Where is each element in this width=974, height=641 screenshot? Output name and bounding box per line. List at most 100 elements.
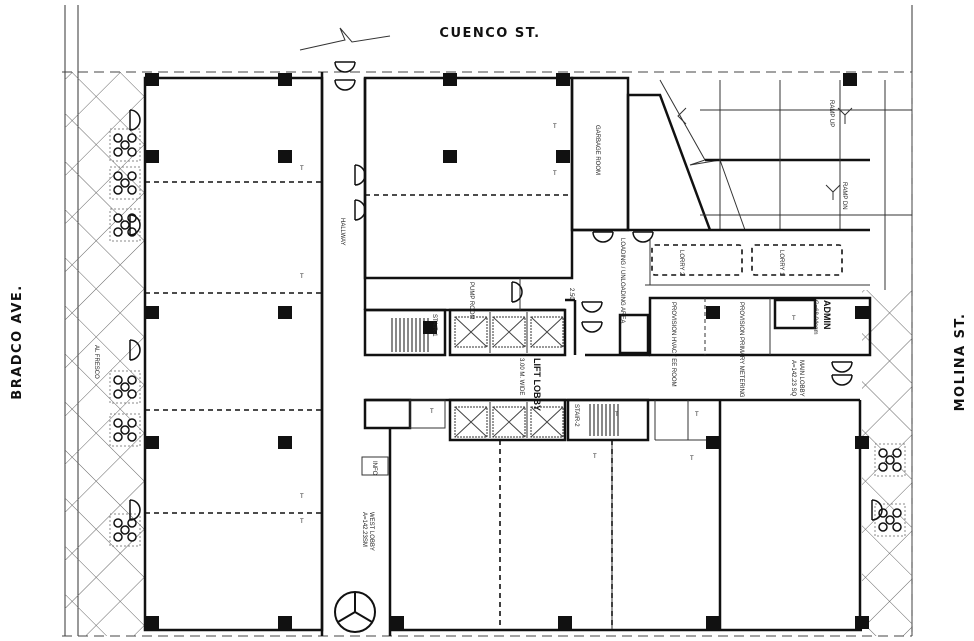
structural-column	[558, 616, 572, 629]
street-label-bradco: BRADCO AVE.	[10, 284, 25, 399]
dimension-label: 2.50	[568, 288, 574, 300]
toilet-marker: T	[695, 412, 699, 418]
planter-icon	[113, 389, 123, 399]
planter-icon	[120, 425, 130, 435]
main-lobby-area-label: A=142.23 SQ	[790, 360, 796, 397]
ramp-arrows	[677, 107, 853, 200]
door-swing-icon	[871, 499, 883, 521]
door-swing-icon	[129, 214, 141, 236]
planter-icon	[892, 448, 902, 458]
lift-lobby-dimension: 3.00 M. WIDE	[518, 358, 524, 395]
structural-column	[843, 73, 857, 86]
lift-cabin	[492, 316, 526, 348]
door-swing-icon	[334, 79, 356, 91]
planter-icon	[120, 140, 130, 150]
planter-icon	[878, 448, 888, 458]
structural-column	[556, 73, 570, 86]
planter-icon	[120, 525, 130, 535]
toilet-marker: T	[553, 124, 557, 130]
provision-hvac-label: PROVISION HVAC / EE ROOM	[670, 302, 676, 387]
planter-box	[109, 370, 141, 404]
lift-cabin	[454, 406, 488, 438]
structural-column	[443, 150, 457, 163]
lift-cabin	[530, 316, 564, 348]
door-swing-icon	[129, 499, 141, 521]
lift-cross-icon	[530, 316, 564, 348]
structural-column	[706, 436, 720, 449]
site-boundary	[62, 5, 913, 637]
planter-icon	[113, 532, 123, 542]
structural-column	[423, 321, 437, 334]
planter-icon	[120, 178, 130, 188]
toilet-marker: T	[593, 454, 597, 460]
planter-icon	[127, 375, 137, 385]
planter-icon	[127, 389, 137, 399]
toilet-marker: T	[792, 316, 796, 322]
structural-column	[556, 150, 570, 163]
toilet-marker: T	[300, 519, 304, 525]
planter-icon	[892, 462, 902, 472]
toilet-marker: T	[690, 456, 694, 462]
planter-icon	[127, 418, 137, 428]
planter-icon	[113, 432, 123, 442]
ramp-up-label: RAMP UP	[828, 100, 834, 127]
lift-cross-icon	[454, 406, 488, 438]
door-swing-icon	[129, 339, 141, 361]
lift-cross-icon	[492, 316, 526, 348]
toilet-marker: T	[430, 409, 434, 415]
lorry-2-label: LORRY 2	[678, 250, 684, 276]
structural-column	[145, 150, 159, 163]
columns	[145, 73, 869, 629]
lift-cross-icon	[530, 406, 564, 438]
planter-icon	[127, 147, 137, 157]
planter-icon	[127, 133, 137, 143]
planter-icon	[120, 382, 130, 392]
structural-column	[855, 616, 869, 629]
planter-icon	[878, 462, 888, 472]
garbage-room-label: GARBAGE ROOM	[594, 125, 600, 175]
planter-icon	[113, 147, 123, 157]
room-labels: GARBAGE ROOM HALLWAY PUMP ROOM STAIR-1 S…	[339, 100, 847, 551]
al-fresco-label: AL FRESCO	[93, 345, 99, 379]
planter-icon	[113, 418, 123, 428]
ramp-dn-label: RAMP DN	[841, 182, 847, 210]
lift-lobby-label: LIFT LOBBY	[532, 358, 542, 411]
structural-column	[145, 616, 159, 629]
planter-icon	[885, 455, 895, 465]
door-swing-icon	[354, 199, 366, 221]
stair-1-treads	[391, 318, 429, 352]
planter-box	[109, 413, 141, 447]
toilet-marker: T	[300, 494, 304, 500]
structural-column	[278, 616, 292, 629]
planter-icon	[113, 518, 123, 528]
door-swing-icon	[831, 361, 853, 373]
planter-icon	[120, 220, 130, 230]
door-swing-icon	[632, 231, 654, 243]
admin-area-label: G=68.04sqm	[812, 300, 818, 335]
west-lobby-area-label: A=142.23SM	[361, 512, 367, 547]
door-swing-icon	[129, 109, 141, 131]
door-swing-icon	[592, 231, 614, 243]
planter-icon	[127, 185, 137, 195]
lifts	[454, 316, 564, 438]
street-label-cuenco: CUENCO ST.	[439, 26, 540, 41]
stair-1-label: STAIR-1	[431, 314, 437, 337]
door-swing-icon	[581, 301, 603, 313]
structural-column	[390, 616, 404, 629]
planter-icon	[127, 171, 137, 181]
structural-column	[145, 436, 159, 449]
toilet-marker: T	[300, 274, 304, 280]
door-swing-icon	[354, 164, 366, 186]
planter-icon	[892, 508, 902, 518]
structural-column	[706, 306, 720, 319]
walls	[143, 72, 912, 636]
door-swing-icon	[334, 61, 356, 73]
revolving-door-leaves	[337, 592, 373, 623]
planter-icon	[127, 532, 137, 542]
planter-icon	[878, 522, 888, 532]
info-desk-label: INFO	[371, 461, 377, 476]
lorry-1-label: LORRY 1	[778, 250, 784, 276]
planter-icon	[127, 432, 137, 442]
loading-area-label: LOADING / UNLOADING AREA	[619, 238, 625, 323]
